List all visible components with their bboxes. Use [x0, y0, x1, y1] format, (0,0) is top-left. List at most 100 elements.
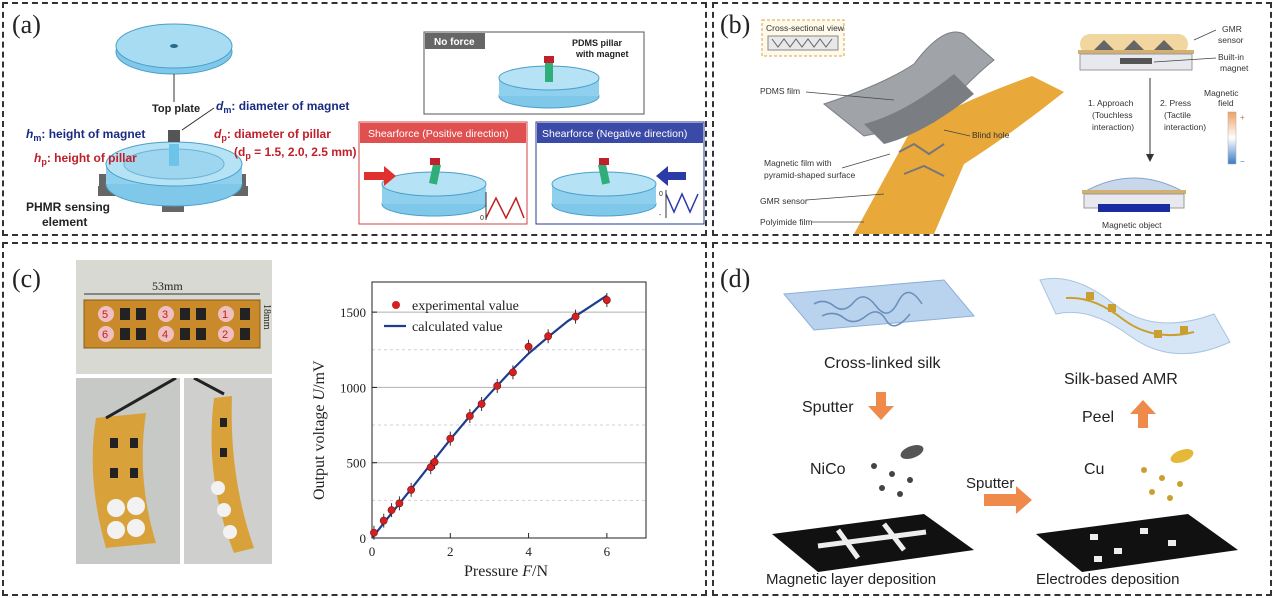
magnetic-film-label-2: pyramid-shaped surface [764, 170, 855, 180]
chart-x-tick-label: 0 [369, 544, 376, 559]
approach-3: interaction) [1092, 122, 1134, 132]
panel-a: (a) Top plate dm: diameter of magnet hm:… [2, 2, 707, 236]
sensor-number-4: 6 [98, 326, 114, 342]
panel-c: (c) 53mm 18mm 5 3 1 6 4 2 [2, 242, 707, 596]
device-photo-top: 53mm 18mm 5 3 1 6 4 2 [76, 260, 272, 374]
experimental-point [370, 528, 378, 537]
top-plate-label: Top plate [152, 103, 200, 115]
magnetic-layer-label: Magnetic layer deposition [766, 571, 936, 588]
shear-positive-label: Shearforce (Positive direction) [368, 128, 509, 140]
experimental-point [571, 312, 580, 321]
height-label: 18mm [261, 304, 272, 330]
panel-a-label: (a) [12, 10, 41, 39]
silk-film [783, 279, 975, 331]
field-plus: + [1240, 113, 1245, 122]
press-2: (Tactile [1164, 110, 1191, 120]
hp-label: hp: height of pillar [34, 151, 137, 167]
sputter-arrow-right [984, 486, 1032, 514]
chart-y-tick-label: 1500 [340, 305, 366, 320]
sputter-arrow-down [868, 392, 894, 420]
panel-a-figure: Top plate dm: diameter of magnet hm: hei… [26, 23, 705, 229]
width-label: 53mm [152, 279, 183, 293]
magnetic-film-label-1: Magnetic film with [764, 158, 832, 168]
sensor-number-3: 1 [218, 306, 234, 322]
experimental-point [387, 506, 396, 515]
silk-amr-label: Silk-based AMR [1064, 371, 1178, 388]
svg-text:3: 3 [162, 309, 168, 321]
shear-negative-zero: 0 [659, 191, 663, 198]
dm-label: dm: diameter of magnet [216, 99, 349, 115]
press-1: 2. Press [1160, 98, 1191, 108]
panel-b-figure: Cross-sectional view PDMS film Blind hol… [760, 19, 1249, 234]
blind-hole-label: Blind hole [972, 130, 1010, 140]
shear-negative-minus: - [659, 212, 662, 219]
svg-text:4: 4 [162, 329, 168, 341]
electrodes-substrate [1036, 514, 1238, 572]
chart-y-axis-label: Output voltage U/mV [311, 360, 328, 500]
device-photo-bent-front [76, 376, 180, 564]
element-label-line2: element [42, 215, 87, 229]
sensor-number-1: 5 [98, 306, 114, 322]
magnetic-object-label: Magnetic object [1102, 220, 1162, 230]
pressure-voltage-chart: 0 500 1000 1500 0 2 4 6 experimental value calc… [311, 281, 647, 580]
no-force-label: No force [434, 37, 475, 48]
experimental-point [407, 485, 416, 494]
approach-2: (Touchless [1092, 110, 1133, 120]
panel-b: (b) Cross-sectional view PDMS film Blind… [712, 2, 1272, 236]
magnetic-layer-substrate [772, 514, 974, 572]
cross-linked-silk-label: Cross-linked silk [824, 355, 941, 372]
field-minus: − [1240, 157, 1245, 166]
element-label-line1: PHMR sensing [26, 200, 110, 214]
chart-y-tick-label: 1000 [340, 380, 366, 395]
chart-x-tick-label: 4 [525, 544, 532, 559]
sputter-label-1: Sputter [802, 399, 854, 416]
chart-x-tick-label: 6 [604, 544, 611, 559]
electrodes-label: Electrodes deposition [1036, 571, 1179, 588]
builtin-magnet-2: magnet [1220, 63, 1249, 73]
top-plate-illustration [115, 23, 233, 102]
sensor-number-6: 2 [218, 326, 234, 342]
chart-plot-frame [371, 281, 647, 539]
experimental-point [446, 434, 455, 443]
dp-label: dp: diameter of pillar [214, 127, 331, 143]
svg-text:6: 6 [102, 329, 108, 341]
silk-amr-device [1039, 277, 1231, 355]
sensor-number-2: 3 [158, 306, 174, 322]
peel-arrow-up [1130, 400, 1156, 428]
gmr-sensor-right-2: sensor [1218, 35, 1244, 45]
panel-d-label: (d) [720, 264, 751, 293]
experimental-point [524, 342, 533, 351]
experimental-point [509, 368, 517, 377]
cu-label: Cu [1084, 461, 1104, 478]
panel-d-figure: Cross-linked silk Sputter NiCo Magnetic … [766, 277, 1238, 588]
experimental-point [477, 400, 486, 408]
gmr-sensor-label: GMR sensor [760, 196, 808, 206]
device-photo-bent-side [184, 376, 272, 564]
polyimide-label: Polyimide film [760, 217, 812, 227]
panel-c-label: (c) [12, 264, 41, 293]
dp-values-label: (dp = 1.5, 2.0, 2.5 mm) [234, 145, 357, 161]
sputter-label-2: Sputter [966, 475, 1014, 492]
legend-experimental: experimental value [412, 299, 519, 314]
cross-section-label: Cross-sectional view [766, 23, 845, 33]
sensor-number-5: 4 [158, 326, 174, 342]
chart-y-tick-label: 500 [347, 456, 367, 471]
approach-1: 1. Approach [1088, 98, 1134, 108]
experimental-point [544, 332, 553, 341]
chart-x-tick-label: 2 [447, 544, 454, 559]
nico-label: NiCo [810, 461, 846, 478]
chart-x-axis-label: Pressure F/N [464, 563, 548, 580]
experimental-point [379, 516, 388, 525]
peel-label: Peel [1082, 409, 1114, 426]
experimental-point [430, 458, 439, 466]
chart-y-tick-label: 0 [360, 531, 367, 546]
pillar-label-line2: with magnet [575, 49, 629, 59]
experimental-point [395, 499, 404, 508]
legend-calculated: calculated value [412, 320, 503, 335]
shear-negative-label: Shearforce (Negative direction) [542, 128, 687, 140]
pillar-label-line1: PDMS pillar [572, 38, 623, 48]
magnetic-field-2: field [1218, 98, 1234, 108]
experimental-point [602, 296, 611, 304]
chart-legend: experimental value calculated value [384, 299, 519, 335]
svg-text:5: 5 [102, 309, 108, 321]
